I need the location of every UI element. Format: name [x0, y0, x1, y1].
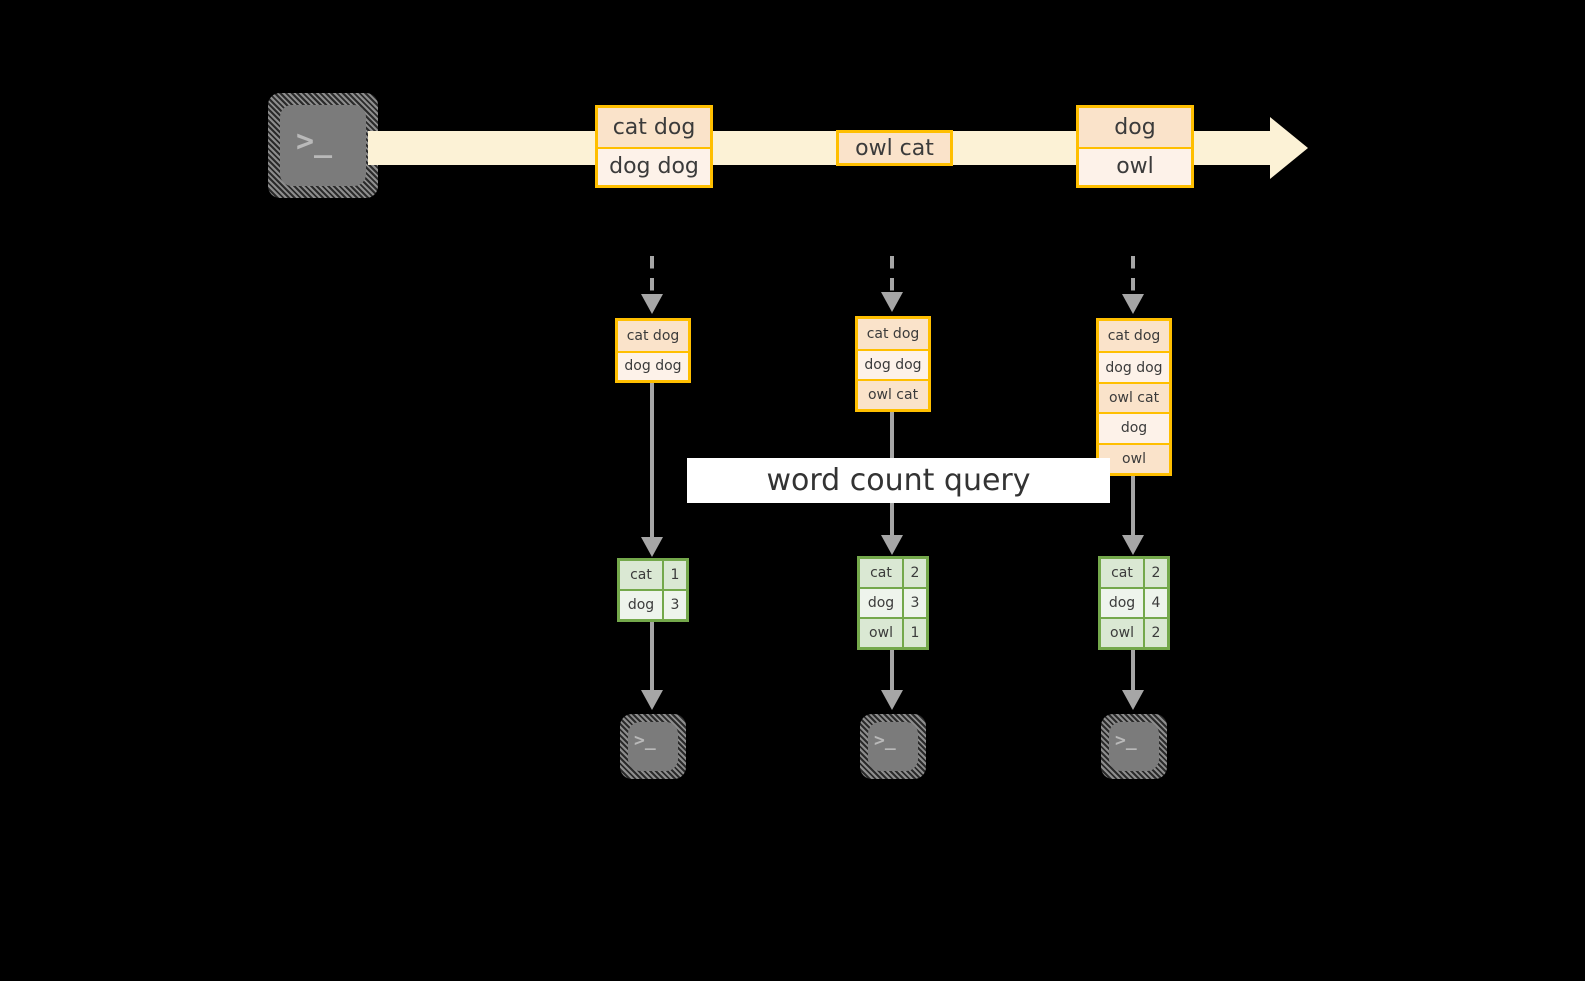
source-terminal-icon: >_	[268, 93, 378, 198]
result-table: cat 2 dog 3 owl 1	[857, 556, 929, 650]
batch-row: owl	[1099, 442, 1169, 473]
batch-row: cat dog	[1099, 321, 1169, 352]
result-row: dog 4	[1101, 587, 1167, 617]
result-word-cell: dog	[1108, 595, 1136, 611]
terminal-face	[1109, 722, 1159, 771]
trigger-connector-arrowhead	[641, 294, 663, 314]
sink-connector-arrowhead	[641, 690, 663, 710]
result-row: dog 3	[860, 587, 926, 617]
stream-record: cat dog dog dog	[595, 105, 713, 188]
batch-row: cat dog	[618, 321, 688, 351]
batch-row: dog dog	[618, 350, 688, 380]
result-row: dog 3	[620, 589, 686, 619]
result-row: owl 1	[860, 617, 926, 647]
stream-record-line: dog dog	[598, 146, 710, 185]
result-row: cat 2	[1101, 559, 1167, 587]
query-label-text: word count query	[766, 463, 1031, 498]
terminal-face	[628, 722, 678, 771]
result-word-cell: cat	[1111, 565, 1133, 581]
terminal-prompt-glyph: >_	[1115, 730, 1137, 751]
result-table: cat 1 dog 3	[617, 558, 689, 622]
sink-connector-arrowhead	[1122, 690, 1144, 710]
stream-arrow-head	[1270, 117, 1308, 179]
terminal-prompt-glyph: >_	[874, 730, 896, 751]
result-count-cell: 2	[902, 559, 926, 587]
trigger-connector-line	[650, 256, 654, 299]
result-word-cell: dog	[627, 597, 655, 613]
batch-row: dog dog	[1099, 351, 1169, 382]
batch-table: cat dog dog dog owl cat	[855, 316, 931, 412]
result-word-cell: owl	[869, 625, 893, 641]
terminal-face	[280, 105, 366, 186]
sink-terminal-icon: >_	[1101, 714, 1167, 779]
result-word-cell: owl	[1110, 625, 1134, 641]
result-count-cell: 1	[662, 561, 686, 589]
sink-connector-line	[650, 622, 654, 694]
result-row: cat 2	[860, 559, 926, 587]
result-table: cat 2 dog 4 owl 2	[1098, 556, 1170, 650]
batch-row: dog	[1099, 412, 1169, 443]
result-count-cell: 4	[1143, 589, 1167, 617]
trigger-connector-arrowhead	[1122, 294, 1144, 314]
batch-row: owl cat	[1099, 381, 1169, 413]
batch-table: cat dog dog dog owl cat dog owl	[1096, 318, 1172, 476]
stream-record: dog owl	[1076, 105, 1194, 188]
query-connector-line	[1131, 476, 1135, 540]
result-word-cell: cat	[870, 565, 892, 581]
stream-record: owl cat	[836, 130, 953, 166]
result-count-cell: 2	[1143, 619, 1167, 647]
query-connector-arrowhead	[881, 535, 903, 555]
terminal-prompt-glyph: >_	[634, 730, 656, 751]
result-count-cell: 3	[902, 589, 926, 617]
stream-record-line: cat dog	[598, 108, 710, 147]
terminal-face	[868, 722, 918, 771]
batch-row: dog dog	[858, 349, 928, 379]
trigger-connector-line	[890, 256, 894, 297]
stream-record-line: dog	[1079, 108, 1191, 147]
trigger-connector-arrowhead	[881, 292, 903, 312]
query-connector-line	[650, 383, 654, 542]
stream-record-line: owl	[1079, 146, 1191, 185]
sink-connector-line	[1131, 650, 1135, 694]
batch-row: owl cat	[858, 378, 928, 409]
query-label-band: word count query	[687, 458, 1110, 503]
result-row: owl 2	[1101, 617, 1167, 647]
sink-connector-arrowhead	[881, 690, 903, 710]
query-connector-arrowhead	[641, 537, 663, 557]
query-connector-arrowhead	[1122, 535, 1144, 555]
result-row: cat 1	[620, 561, 686, 589]
batch-table: cat dog dog dog	[615, 318, 691, 383]
stream-record-line: owl cat	[839, 133, 950, 163]
result-word-cell: dog	[867, 595, 895, 611]
trigger-connector-line	[1131, 256, 1135, 299]
sink-terminal-icon: >_	[620, 714, 686, 779]
batch-row: cat dog	[858, 319, 928, 349]
sink-terminal-icon: >_	[860, 714, 926, 779]
result-count-cell: 1	[902, 619, 926, 647]
terminal-prompt-glyph: >_	[296, 124, 333, 159]
result-count-cell: 3	[662, 591, 686, 619]
result-count-cell: 2	[1143, 559, 1167, 587]
result-word-cell: cat	[630, 567, 652, 583]
sink-connector-line	[890, 650, 894, 694]
